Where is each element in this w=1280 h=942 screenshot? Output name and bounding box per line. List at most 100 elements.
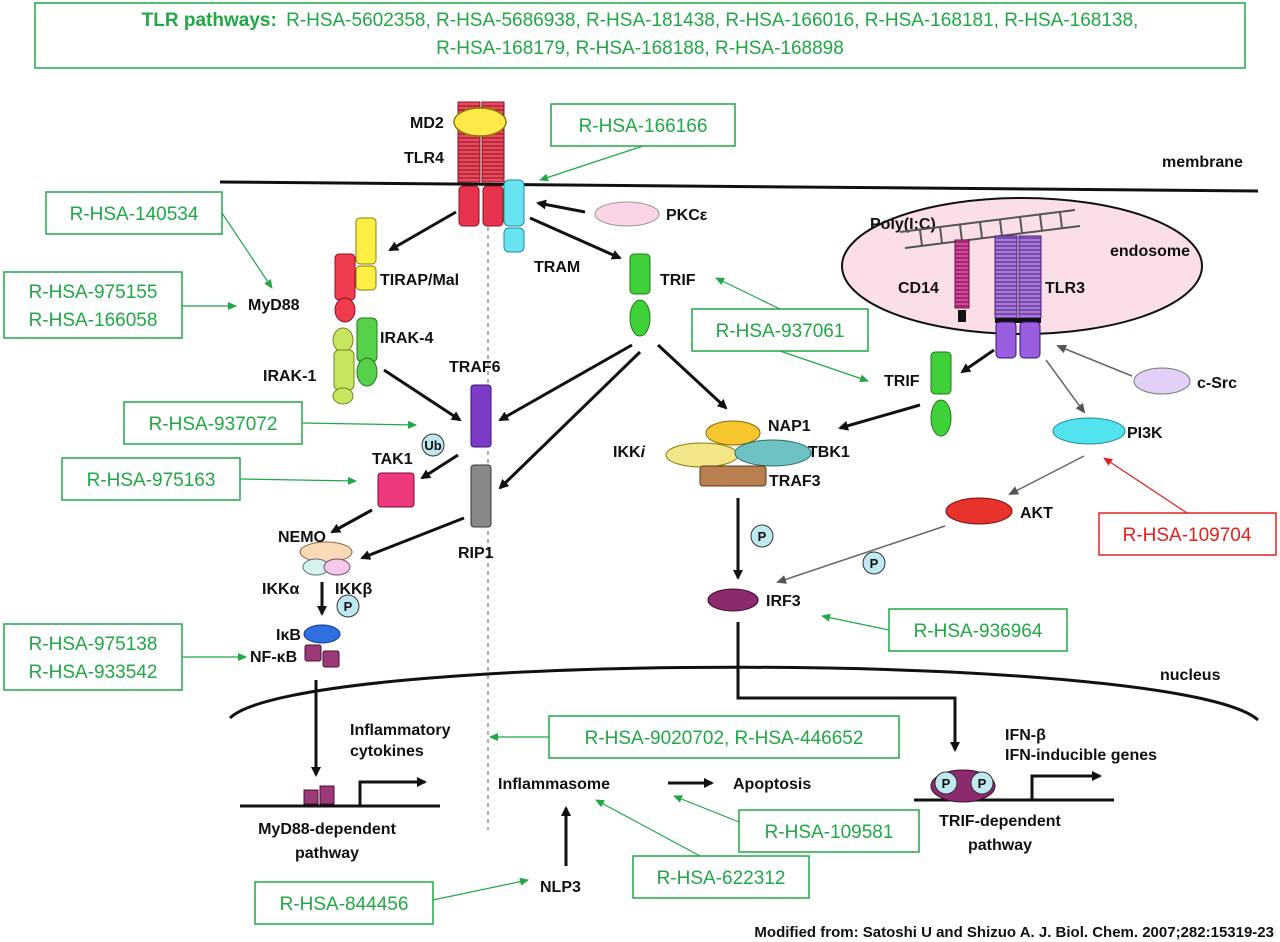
ref-box-975138-933542[interactable]: R-HSA-975138 R-HSA-933542: [3, 623, 183, 691]
tak1-label: TAK1: [372, 451, 413, 468]
svg-text:R-HSA-140534: R-HSA-140534: [70, 204, 199, 225]
myd88-label: MyD88: [248, 297, 300, 314]
svg-text:R-HSA-109581: R-HSA-109581: [765, 822, 894, 843]
svg-text:R-HSA-166058: R-HSA-166058: [29, 310, 158, 331]
phospho-irf3: [750, 524, 774, 548]
svg-text:P: P: [344, 599, 353, 614]
ikb-label: IκB: [276, 627, 301, 644]
header-line1: R-HSA-5602358, R-HSA-5686938, R-HSA-1814…: [286, 10, 1138, 31]
trif-pathway-label2: pathway: [968, 837, 1032, 854]
trif-top-label: TRIF: [660, 272, 696, 289]
phospho-akt: [862, 551, 886, 575]
trif-right-label: TRIF: [884, 373, 920, 390]
traf6-protein: [470, 384, 492, 448]
csrc-label: c-Src: [1197, 375, 1237, 392]
nucleus-membrane: [228, 665, 1259, 722]
irak1-label: IRAK-1: [263, 368, 316, 385]
svg-text:R-HSA-622312: R-HSA-622312: [657, 868, 786, 889]
ikkb-protein: [323, 558, 351, 576]
akt-label: AKT: [1020, 505, 1053, 522]
myd88-pathway-label1: MyD88-dependent: [258, 821, 396, 838]
svg-text:P: P: [978, 776, 987, 791]
svg-text:P: P: [942, 776, 951, 791]
tlr3-protein: [994, 235, 1018, 319]
svg-text:R-HSA-936964: R-HSA-936964: [914, 621, 1043, 642]
ifnb-label: IFN-β: [1005, 727, 1046, 744]
rip1-protein: [470, 464, 492, 528]
ref-box-844456[interactable]: R-HSA-844456: [254, 881, 434, 925]
myd88-protein: [334, 253, 356, 301]
ref-box-166166[interactable]: R-HSA-166166: [550, 103, 736, 147]
ikkb-label: IKKβ: [335, 581, 373, 598]
phospho-ikk: [336, 594, 360, 618]
header-line2: R-HSA-168179, R-HSA-168188, R-HSA-168898: [436, 38, 844, 59]
nlp3-label: NLP3: [540, 879, 581, 896]
csrc-protein: [1133, 367, 1191, 395]
membrane-line: [219, 180, 1259, 193]
trif-top-protein: [629, 253, 651, 295]
ref-box-936964[interactable]: R-HSA-936964: [888, 608, 1068, 652]
inflammatory-label: Inflammatory: [350, 722, 451, 739]
traf3-protein: [699, 465, 767, 487]
inflammasome-label: Inflammasome: [498, 776, 610, 793]
svg-text:R-HSA-975155: R-HSA-975155: [29, 282, 158, 303]
tirap-label: TIRAP/Mal: [380, 272, 459, 289]
myd88-pathway-label2: pathway: [295, 845, 359, 862]
svg-text:R-HSA-975163: R-HSA-975163: [87, 470, 216, 491]
endosome-label: endosome: [1110, 243, 1190, 260]
ref-box-9020702-446652[interactable]: R-HSA-9020702, R-HSA-446652: [548, 715, 900, 759]
trif-pathway-label1: TRIF-dependent: [939, 813, 1061, 830]
svg-text:R-HSA-975138: R-HSA-975138: [29, 634, 158, 655]
polyic-rna: [899, 209, 1081, 249]
tirap-protein: [355, 217, 377, 265]
ikki-protein: [665, 442, 739, 468]
ref-box-622312[interactable]: R-HSA-622312: [632, 855, 810, 899]
tram-protein: [503, 179, 525, 227]
ref-box-140534[interactable]: R-HSA-140534: [45, 191, 223, 235]
cd14-protein: [954, 239, 970, 309]
irak1-protein: [333, 349, 355, 391]
nap1-protein: [705, 420, 761, 446]
irak4-label: IRAK-4: [380, 330, 433, 347]
ref-box-109581[interactable]: R-HSA-109581: [738, 809, 920, 853]
ref-box-109704[interactable]: R-HSA-109704: [1098, 512, 1277, 556]
ref-box-937061[interactable]: R-HSA-937061: [691, 308, 869, 352]
cd14-label: CD14: [898, 280, 939, 297]
header-title: TLR pathways:: [142, 10, 277, 31]
tlr4-label: TLR4: [404, 150, 444, 167]
ref-box-975163[interactable]: R-HSA-975163: [61, 457, 241, 501]
tbk1-label: TBK1: [808, 444, 850, 461]
irf3-label: IRF3: [766, 593, 801, 610]
ub-tag: [421, 433, 445, 457]
svg-text:R-HSA-933542: R-HSA-933542: [29, 662, 158, 683]
ref-box-975155-166058[interactable]: R-HSA-975155 R-HSA-166058: [3, 271, 183, 339]
pkce-protein: [594, 201, 660, 227]
svg-text:R-HSA-844456: R-HSA-844456: [280, 894, 409, 915]
rip1-label: RIP1: [458, 545, 494, 562]
nfkb-label: NF-κB: [250, 649, 297, 666]
svg-text:R-HSA-9020702, R-HSA-446652: R-HSA-9020702, R-HSA-446652: [585, 728, 864, 749]
trif-right-protein: [930, 351, 952, 395]
pi3k-label: PI3K: [1127, 425, 1163, 442]
pkce-label: PKCε: [666, 207, 708, 224]
nap1-label: NAP1: [768, 418, 811, 435]
svg-text:R-HSA-109704: R-HSA-109704: [1123, 525, 1252, 546]
nfkb-protein: [304, 644, 322, 662]
svg-text:R-HSA-937061: R-HSA-937061: [716, 321, 845, 342]
pi3k-protein: [1052, 417, 1126, 445]
svg-text:P: P: [758, 529, 767, 544]
apoptosis-label: Apoptosis: [733, 776, 811, 793]
ref-box-937072[interactable]: R-HSA-937072: [123, 401, 303, 445]
cytokines-label: cytokines: [350, 743, 424, 760]
svg-text:TLR pathways: R-HSA-5602: TLR pathways: R-HSA-5602358, R-HSA-56869…: [142, 10, 1139, 31]
ifn-genes-label: IFN-inducible genes: [1005, 747, 1157, 764]
svg-text:R-HSA-166166: R-HSA-166166: [579, 116, 708, 137]
tak1-protein: [377, 472, 415, 508]
md2-protein: [453, 107, 507, 137]
nucleus-label: nucleus: [1160, 667, 1221, 684]
citation: Modified from: Satoshi U and Shizuo A. J…: [754, 924, 1274, 941]
ikb-protein: [303, 624, 341, 644]
tram-label: TRAM: [534, 259, 580, 276]
irf3-protein: [707, 588, 759, 612]
